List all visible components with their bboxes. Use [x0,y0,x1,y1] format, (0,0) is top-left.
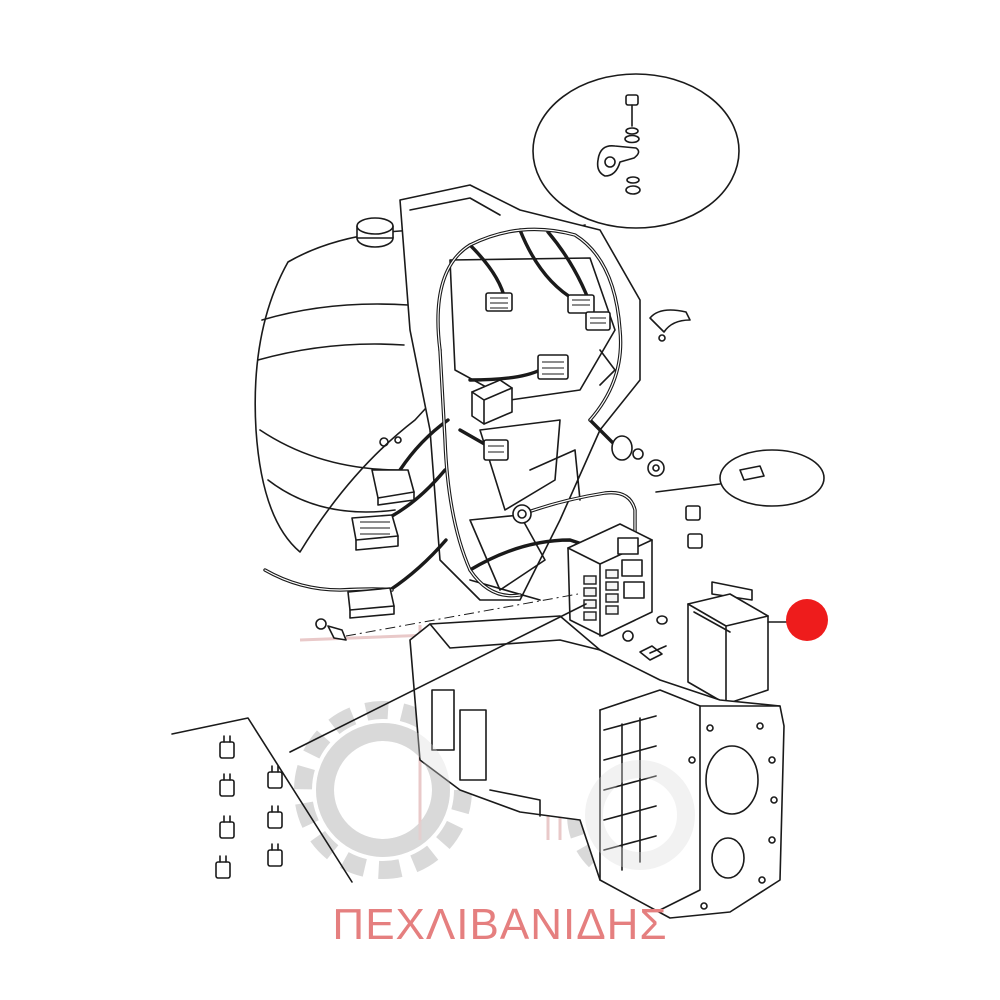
blade-fuse-icon [215,855,231,879]
side-clip-icon [649,309,691,342]
relay-blocks [617,537,645,599]
blade-fuse-icon [219,773,235,797]
blade-fuse-icon [267,805,283,829]
fuse-box [567,523,653,637]
connector-top-1 [485,292,513,312]
bolt-icon [624,94,640,144]
housing-bore [705,745,759,879]
spare-fuses-callout [171,603,587,883]
nut-icon [625,176,641,195]
blade-fuse-icon [267,765,283,789]
blade-fuse-icon [267,843,283,867]
clamp-bracket-icon [596,144,640,177]
watermark-overlay [316,723,695,870]
housing-grid [603,715,657,871]
connector-left-2 [351,514,399,551]
transmission-housing [409,615,785,919]
fuse-slots [583,569,619,621]
relay-module [471,379,513,425]
ignition-switch-icon [611,435,665,477]
connector-left-3 [347,587,395,619]
small-fuse-relay-1 [685,505,701,521]
connector-top-2 [567,294,595,314]
mounting-bolt-icon [622,615,668,661]
connector-left-1 [371,469,415,506]
spacer-bolt-icon [315,593,579,641]
wire-harness [263,227,637,598]
connector-mid [483,439,509,461]
control-module [687,581,791,705]
filler-cap-icon [356,217,394,248]
watermark-text: ΠΕΧΛΙΒΑΝΙΔΗΣ [332,900,668,949]
detail-bubble-clamp [532,73,740,234]
housing-bolt-holes [688,722,778,910]
connector-centre [537,354,569,380]
dashboard-console [399,184,641,601]
selected-part-marker[interactable] [786,599,828,641]
detail-bubble-clip [655,449,825,507]
blade-fuse-icon [219,735,235,759]
ground-terminal-icon [512,504,532,524]
connector-top-3 [585,311,611,331]
small-fuse-relay-2 [687,533,703,549]
blade-fuse-icon [219,815,235,839]
housing-side-plates [431,689,541,817]
